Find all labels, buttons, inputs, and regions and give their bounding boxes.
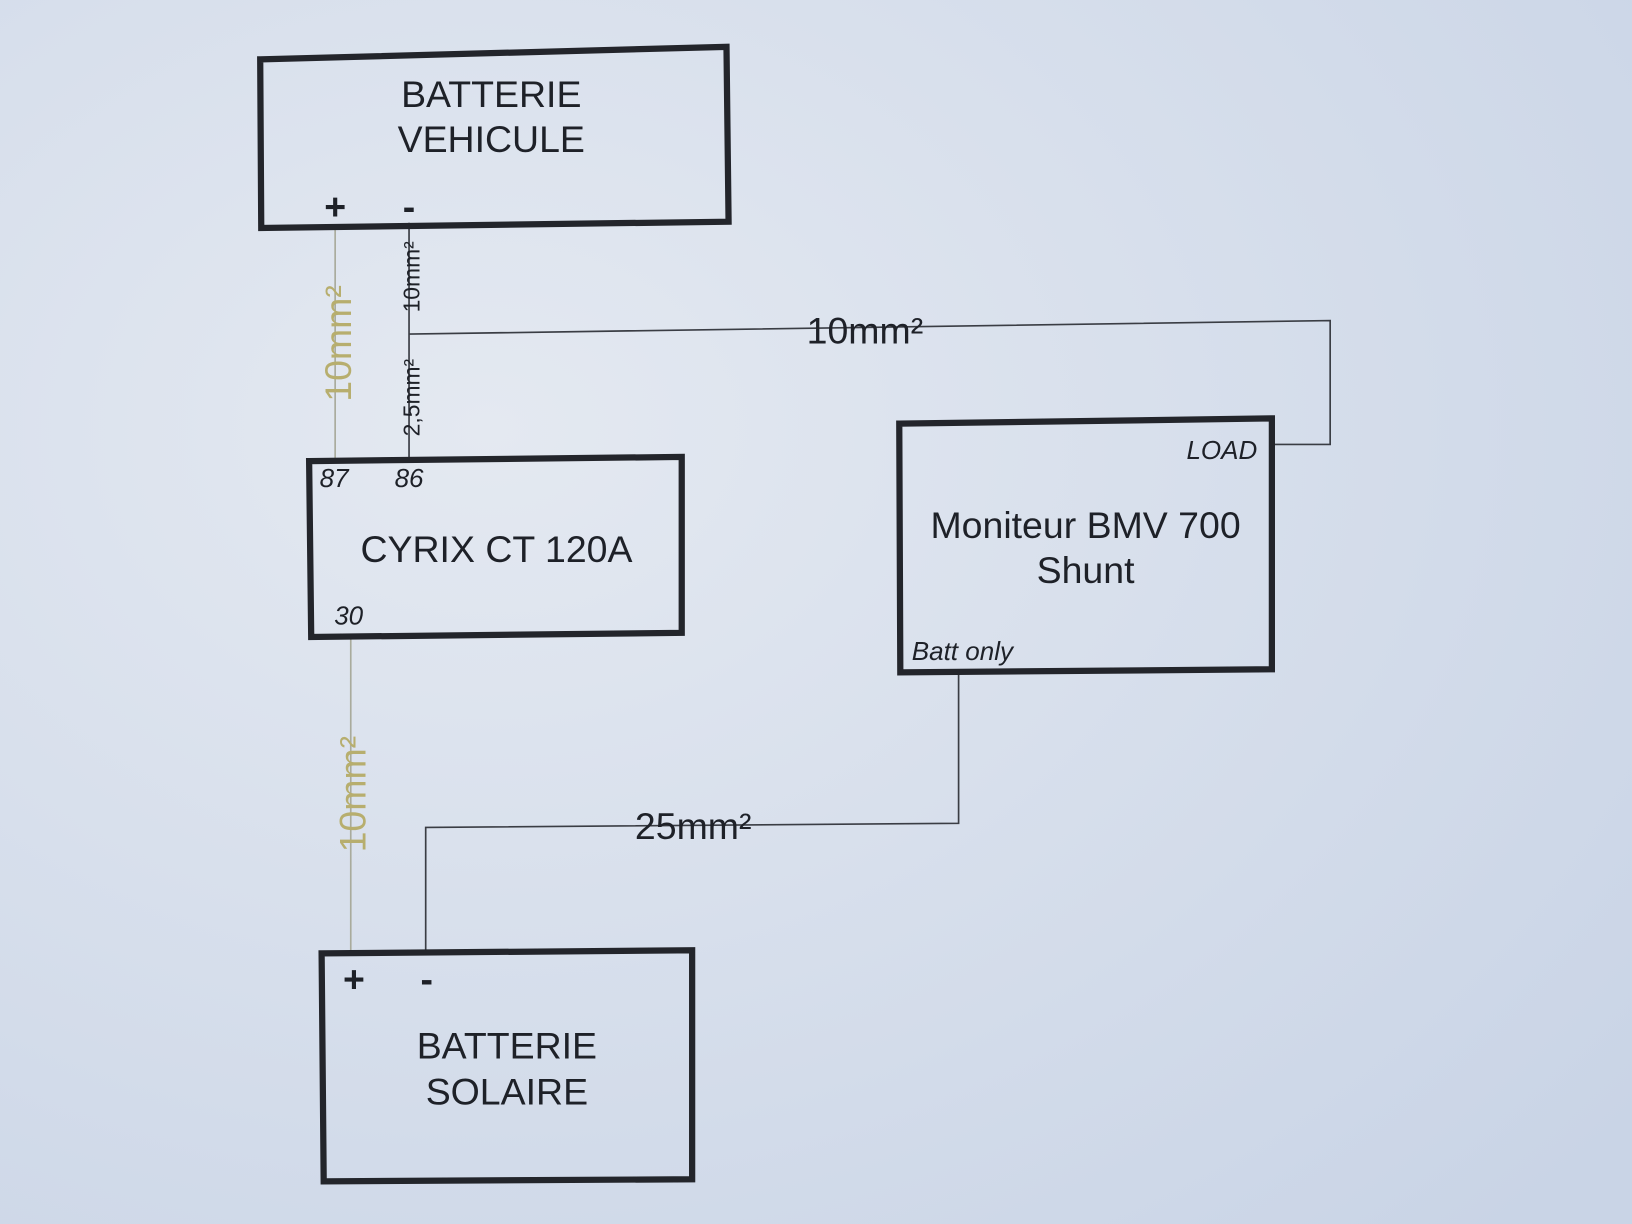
bmv-title-line2: Shunt	[1037, 549, 1135, 591]
solar-battery-minus: -	[420, 958, 432, 1000]
vehicle-battery-line1: BATTERIE	[401, 73, 581, 115]
wire-minus-to-load	[409, 319, 1331, 446]
wire-label-minus-to-86: 2,5mm²	[398, 358, 424, 436]
wire-label-minus-to-load: 10mm²	[807, 309, 924, 351]
bmv-title-line1: Moniteur BMV 700	[930, 504, 1240, 546]
cyrix-title: CYRIX CT 120A	[360, 528, 632, 570]
wire-label-30-to-solar-plus: 10mm²	[331, 736, 373, 853]
cyrix-pin-30: 30	[334, 600, 363, 630]
solar-battery-box: BATTERIE SOLAIRE + -	[318, 947, 696, 1185]
vehicle-battery-box: BATTERIE VEHICULE + -	[257, 43, 732, 232]
vehicle-battery-plus: +	[324, 186, 346, 228]
vehicle-battery-line2: VEHICULE	[398, 118, 585, 160]
bmv-monitor-box: Moniteur BMV 700 Shunt LOAD Batt only	[896, 415, 1275, 676]
solar-battery-line1: BATTERIE	[417, 1025, 597, 1067]
bmv-load-terminal: LOAD	[1186, 435, 1257, 465]
bmv-batt-only-terminal: Batt only	[912, 636, 1015, 666]
wire-label-minus-upper: 10mm²	[398, 241, 424, 313]
solar-battery-line2: SOLAIRE	[426, 1070, 588, 1112]
solar-battery-plus: +	[343, 958, 365, 1000]
cyrix-relay-box: CYRIX CT 120A 87 86 30	[305, 453, 685, 641]
wire-label-plus-to-87: 10mm²	[317, 285, 359, 402]
wire-label-battonly-to-solar-minus: 25mm²	[635, 805, 752, 847]
vehicle-battery-minus: -	[403, 186, 415, 228]
wire-battonly-to-solar-minus	[424, 672, 960, 951]
cyrix-pin-86: 86	[395, 463, 424, 493]
cyrix-pin-87: 87	[320, 463, 350, 493]
